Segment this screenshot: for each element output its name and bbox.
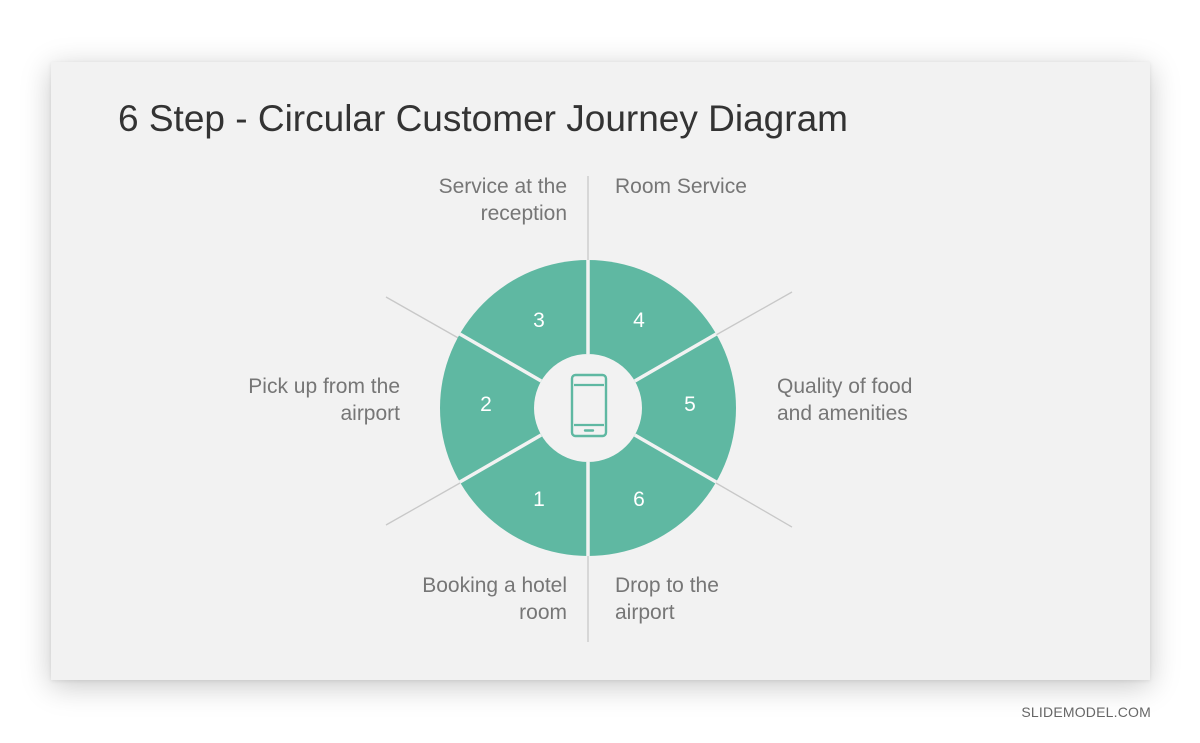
leader-line-upper-left <box>385 296 461 340</box>
watermark: SLIDEMODEL.COM <box>1021 704 1151 720</box>
segment-number-6: 6 <box>633 488 645 511</box>
leader-line-upper-right <box>715 291 793 336</box>
leader-line-lower-right <box>715 482 793 528</box>
step-1-label: Booking a hotel room <box>422 574 567 624</box>
leader-line-lower-left <box>385 482 461 526</box>
step-3-label: Service at the reception <box>438 175 567 225</box>
segment-number-4: 4 <box>633 309 645 332</box>
segment-dividers <box>458 260 718 556</box>
step-2-label: Pick up from the airport <box>248 375 400 425</box>
slide-title: 6 Step - Circular Customer Journey Diagr… <box>118 98 848 139</box>
step-6-label: Drop to the airport <box>615 574 719 624</box>
segment-number-2: 2 <box>480 393 492 416</box>
step-5-label: Quality of food and amenities <box>777 375 913 425</box>
leader-lines <box>385 176 793 642</box>
step-4-label: Room Service <box>615 175 747 198</box>
segment-number-1: 1 <box>533 488 545 511</box>
segment-number-5: 5 <box>684 393 696 416</box>
smartphone-icon <box>570 373 608 438</box>
center-circle <box>534 354 642 462</box>
segment-number-3: 3 <box>533 309 545 332</box>
